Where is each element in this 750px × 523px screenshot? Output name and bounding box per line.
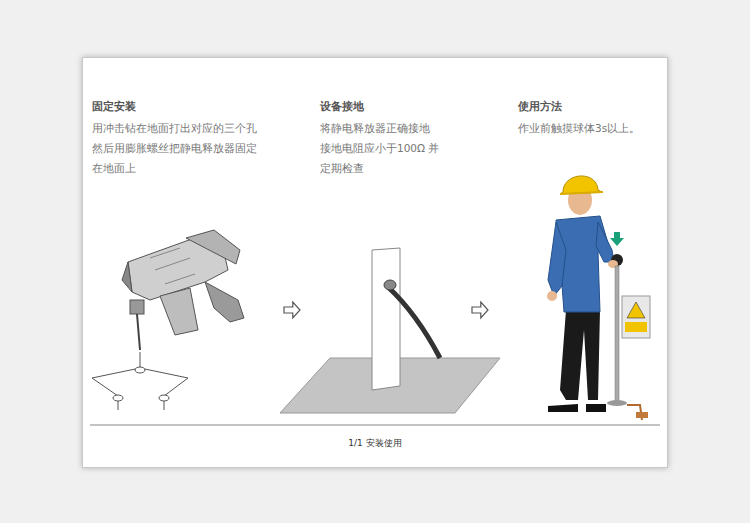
ground-plate xyxy=(280,248,500,413)
step-description: 用冲击钻在地面打出对应的三个孔 然后用膨胀螺丝把静电释放器固定 在地面上 xyxy=(92,118,264,178)
step-heading: 使用方法 xyxy=(518,99,660,115)
step-column: 固定安装用冲击钻在地面打出对应的三个孔 然后用膨胀螺丝把静电释放器固定 在地面上 xyxy=(90,95,266,420)
step-heading: 固定安装 xyxy=(92,99,264,115)
caption: 1/1 安装使用 xyxy=(82,437,668,450)
step-column: 设备接地将静电释放器正确接地 接地电阻应小于100Ω 并定期检查 xyxy=(318,95,444,420)
step-column: 使用方法作业前触摸球体3s以上。 xyxy=(516,95,662,420)
step-description: 作业前触摸球体3s以上。 xyxy=(518,118,660,138)
step-heading: 设备接地 xyxy=(320,99,442,115)
drill-drawing xyxy=(122,230,244,350)
step-description: 将静电释放器正确接地 接地电阻应小于100Ω 并定期检查 xyxy=(320,118,442,178)
hollow-arrow xyxy=(284,302,300,318)
static-release-pole xyxy=(607,232,650,420)
divider-line xyxy=(90,425,660,426)
worker-figure xyxy=(547,176,614,412)
hollow-arrow xyxy=(472,302,488,318)
hole-layout xyxy=(92,352,188,410)
